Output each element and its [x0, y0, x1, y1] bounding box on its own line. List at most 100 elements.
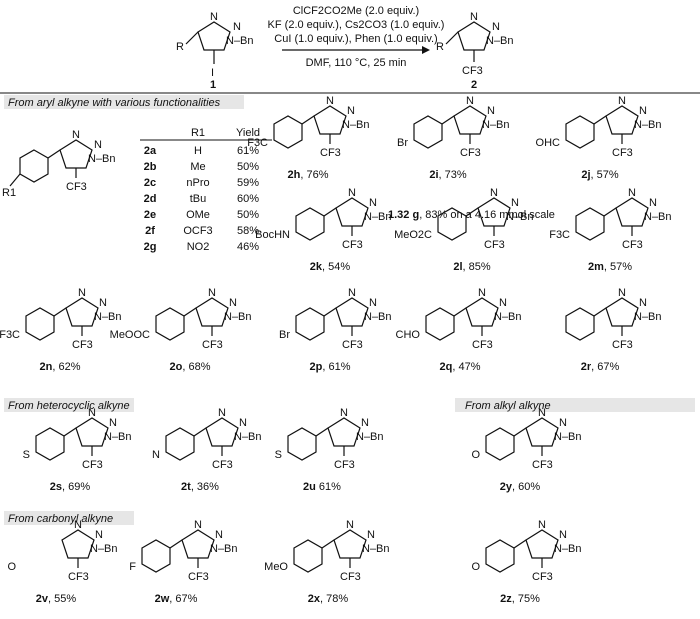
triazole-n: N — [218, 407, 226, 419]
aryl-ring — [295, 307, 325, 341]
cf3-group: CF3 — [342, 339, 363, 351]
table-cell: nPro — [186, 177, 209, 189]
n-benzyl: N–Bn — [210, 543, 238, 555]
substituent: F3C — [549, 229, 570, 241]
svg-text:CF3: CF3 — [66, 181, 87, 193]
svg-text:N–Bn: N–Bn — [486, 35, 514, 47]
table-cell: 2b — [144, 161, 157, 173]
cf3-group: CF3 — [212, 459, 233, 471]
triazole-n: N — [208, 287, 216, 299]
table-cell: 2c — [144, 177, 156, 189]
triazole-n: N — [639, 297, 647, 309]
compound-yield: , 57% — [604, 261, 632, 273]
aryl-ring — [287, 427, 317, 461]
substituent: MeO — [264, 561, 288, 573]
table-header-1: R1 — [191, 127, 205, 139]
compound-label: 2m, 57% — [588, 261, 632, 273]
n-benzyl: N–Bn — [554, 431, 582, 443]
section-title-alkyl: From alkyl alkyne — [465, 400, 551, 412]
table-cell: 58% — [237, 225, 259, 237]
triazole-ring — [477, 197, 511, 227]
start-label: 1 — [210, 79, 216, 91]
cf3-group: CF3 — [82, 459, 103, 471]
triazole-n: N — [340, 407, 348, 419]
compound-id: 2i — [429, 169, 438, 181]
table-cell: 2g — [144, 241, 157, 253]
triazole-n: N — [538, 407, 546, 419]
compound-label: 2l, 85% — [453, 261, 491, 273]
table-cell: NO2 — [187, 241, 210, 253]
cf3-group: CF3 — [532, 459, 553, 471]
reaction-conditions: DMF, 110 °C, 25 min — [306, 57, 407, 69]
cf3-group: CF3 — [612, 147, 633, 159]
substituent: S — [275, 449, 282, 461]
compound-id: 2q — [440, 361, 453, 373]
compound-label: 2z, 75% — [500, 593, 540, 605]
triazole-n: N — [487, 105, 495, 117]
table-cell: 61% — [237, 145, 259, 157]
scale-note: 1.32 g, 83% on a 4.16 mmol scale — [388, 209, 555, 221]
reagent-line-3: CuI (1.0 equiv.), Phen (1.0 equiv.) — [274, 33, 437, 45]
compound-id: 2k — [310, 261, 323, 273]
cf3-group: CF3 — [72, 339, 93, 351]
table-cell: 46% — [237, 241, 259, 253]
n-benzyl: N–Bn — [104, 431, 132, 443]
cf3-group: CF3 — [320, 147, 341, 159]
svg-text:N–Bn: N–Bn — [226, 35, 254, 47]
aryl-link — [63, 427, 77, 437]
triazole-n: N — [229, 297, 237, 309]
aryl-ring — [425, 307, 455, 341]
n-benzyl: N–Bn — [506, 211, 534, 223]
triazole-ring — [525, 417, 559, 447]
aryl-link — [513, 539, 527, 549]
triazole-ring — [453, 105, 487, 135]
compound-yield: , 73% — [439, 169, 467, 181]
reaction-arrowhead — [422, 46, 430, 54]
n-benzyl: N–Bn — [356, 431, 384, 443]
compound-yield: , 85% — [463, 261, 491, 273]
aryl-ring — [273, 115, 303, 149]
compound-yield: , 60% — [512, 481, 540, 493]
aryl-link — [465, 207, 479, 217]
triazole-n: N — [490, 187, 498, 199]
compound-yield: , 68% — [182, 361, 210, 373]
n-benzyl: N–Bn — [94, 311, 122, 323]
compound-label: 2s, 69% — [50, 481, 91, 493]
compound-label: 2i, 73% — [429, 169, 467, 181]
reagent-line-2: KF (2.0 equiv.), Cs2CO3 (1.0 equiv.) — [268, 19, 445, 31]
svg-text:N: N — [492, 21, 500, 33]
compound-id: 2z — [500, 593, 512, 605]
svg-text:N–Bn: N–Bn — [88, 153, 116, 165]
compound-yield: , 36% — [191, 481, 219, 493]
reagent-line-1: ClCF2CO2Me (2.0 equiv.) — [293, 5, 419, 17]
aryl-link — [323, 207, 337, 217]
triazole-ring — [615, 197, 649, 227]
aryl-ring — [575, 207, 605, 241]
compound-id: 2m — [588, 261, 604, 273]
start-I: I — [211, 67, 214, 79]
cf3-group: CF3 — [342, 239, 363, 251]
compound-label: 2j, 57% — [581, 169, 619, 181]
compound-id: 2n — [40, 361, 53, 373]
section-title-aryl: From aryl alkyne with various functional… — [8, 97, 221, 109]
compound-label: 2x, 78% — [308, 593, 349, 605]
n-benzyl: N–Bn — [644, 211, 672, 223]
table-cell: 2e — [144, 209, 156, 221]
product-2: N N N–Bn R CF3 2 — [436, 11, 514, 91]
n-benzyl: N–Bn — [634, 119, 662, 131]
substituent: F — [129, 561, 136, 573]
compound-label: 2n, 62% — [40, 361, 81, 373]
triazole-n: N — [369, 197, 377, 209]
cf3-group: CF3 — [340, 571, 361, 583]
n-benzyl: N–Bn — [342, 119, 370, 131]
